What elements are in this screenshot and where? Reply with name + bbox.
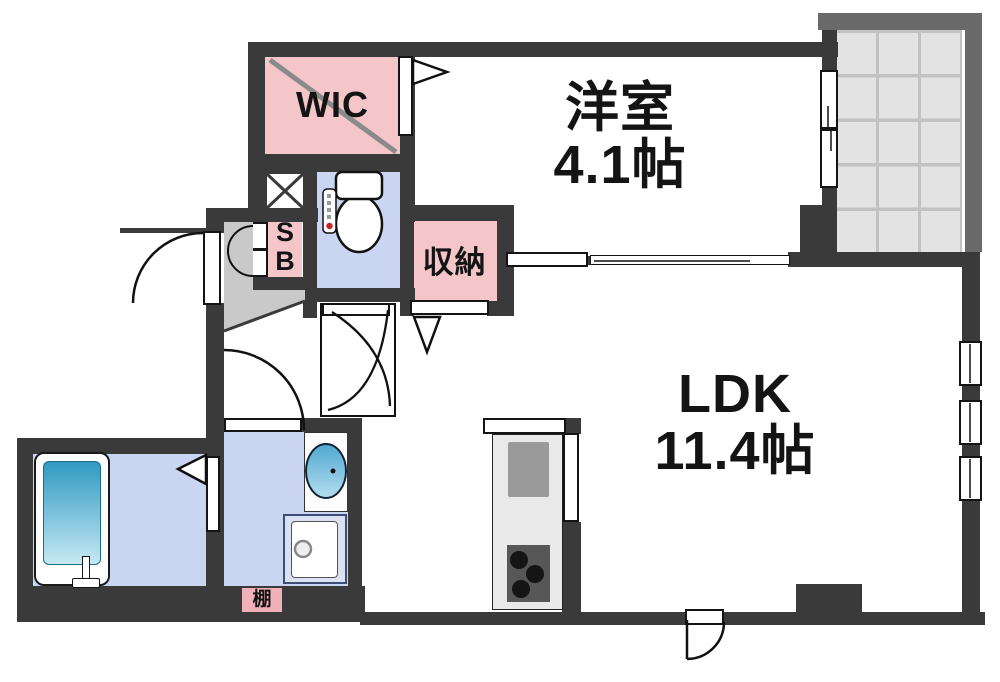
wall xyxy=(303,172,317,318)
ldk-label: LDK 11.4帖 xyxy=(535,366,935,479)
bifold-arc xyxy=(227,225,254,252)
bifold-arc xyxy=(227,250,254,277)
bathtub-water xyxy=(43,461,101,565)
door-swing-arc xyxy=(131,231,204,304)
balcony-border-top xyxy=(818,13,982,30)
wall xyxy=(248,154,415,172)
wall-right-exterior xyxy=(962,267,980,625)
wall xyxy=(17,438,224,454)
stove-icon xyxy=(507,545,550,602)
bathtub-faucet xyxy=(82,556,90,580)
window xyxy=(959,341,982,386)
folding-door-flag xyxy=(412,315,442,356)
sliding-door-panel xyxy=(590,255,790,265)
entrance-door xyxy=(203,231,221,305)
shoe-box-label: S B xyxy=(268,217,302,277)
porch-step-line xyxy=(120,228,206,233)
kitchen-counter-cap xyxy=(566,418,581,434)
wall xyxy=(248,42,265,212)
kitchen-sink-icon xyxy=(508,442,549,497)
balcony-border-right xyxy=(965,13,982,252)
ldk-exit-door-opening xyxy=(685,609,724,625)
wic-door xyxy=(398,56,413,136)
western-room-name: 洋室 xyxy=(565,78,675,138)
wall xyxy=(206,222,224,233)
storage-floor xyxy=(412,221,497,301)
shoe-box-door xyxy=(251,222,268,250)
wall xyxy=(206,208,318,222)
bathroom-folding-door xyxy=(206,456,220,532)
wall xyxy=(303,288,415,302)
wall xyxy=(206,303,224,454)
ldk-size: 11.4帖 xyxy=(654,420,816,481)
wall xyxy=(348,418,362,590)
wall xyxy=(487,301,513,316)
shoe-box-letter-b: B xyxy=(275,246,295,277)
balcony-window-sash xyxy=(820,129,838,188)
sliding-door-panel xyxy=(506,252,588,267)
balcony-window-sash xyxy=(820,70,838,129)
wall-balcony-bottom xyxy=(788,252,980,267)
storage-label: 収納 xyxy=(422,245,487,280)
pillar xyxy=(796,584,862,614)
kitchen-counter-edge xyxy=(483,418,566,434)
western-room-label: 洋室 4.1帖 xyxy=(420,80,820,193)
wall xyxy=(400,205,414,316)
balcony-tiles xyxy=(837,30,962,252)
genkan-step-line xyxy=(223,299,306,333)
western-room-size: 4.1帖 xyxy=(553,134,687,195)
shoe-box-letter-s: S xyxy=(275,217,294,247)
door-swing-arc xyxy=(327,309,390,412)
wall xyxy=(251,277,305,290)
door-swing-arc xyxy=(331,311,392,407)
shaft-x-box xyxy=(265,172,305,210)
washbasin-counter xyxy=(304,432,348,512)
wall-bottom-right xyxy=(360,612,985,625)
washing-machine-door xyxy=(291,521,338,578)
bathtub-faucet-base xyxy=(72,578,100,588)
kitchen-pass-through xyxy=(563,433,579,522)
shelf-box xyxy=(242,588,282,612)
wic-label: WIC xyxy=(296,84,369,125)
toilet-room-floor xyxy=(317,172,400,288)
wall-bottom-left xyxy=(17,586,365,622)
shoe-box-door xyxy=(251,249,268,277)
wall xyxy=(17,438,33,622)
hall-door-frame xyxy=(320,303,396,417)
wall xyxy=(248,42,838,57)
window xyxy=(959,456,982,501)
window xyxy=(959,400,982,445)
toilet-door xyxy=(322,303,390,316)
wall-kitchen-right xyxy=(562,522,581,625)
door-swing-arc xyxy=(686,621,726,661)
shelf-label: 棚 xyxy=(252,589,272,610)
storage-folding-door xyxy=(410,300,489,315)
washroom-door xyxy=(224,418,302,432)
wall xyxy=(400,205,514,221)
ldk-name: LDK xyxy=(678,364,792,424)
